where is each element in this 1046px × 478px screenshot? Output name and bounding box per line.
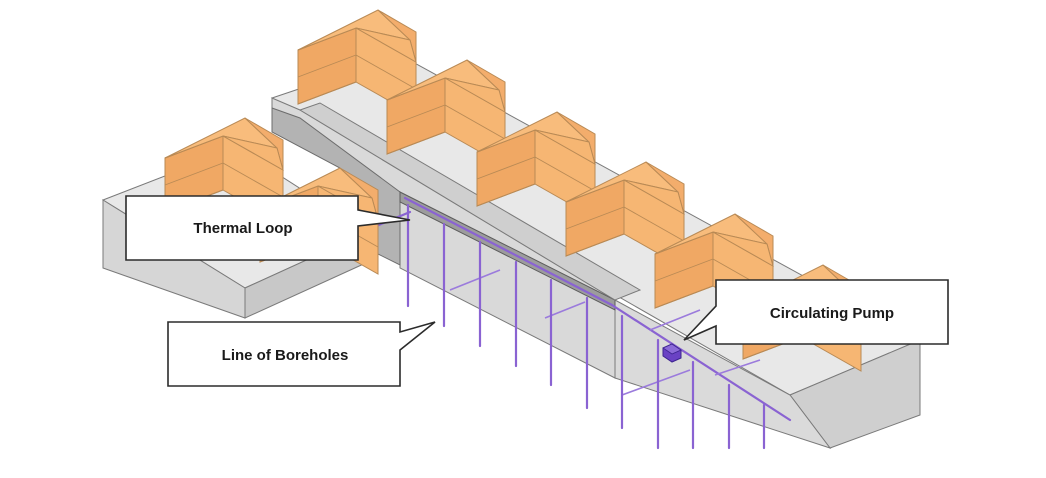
circulating-pump-label: Circulating Pump	[770, 305, 894, 322]
callout-line-of-boreholes: Line of Boreholes	[167, 321, 436, 387]
thermal-loop-label: Thermal Loop	[193, 220, 292, 237]
circulating-pump-icon	[662, 343, 682, 363]
borehole-line	[406, 203, 766, 450]
line-of-boreholes-label: Line of Boreholes	[222, 347, 349, 364]
thermal-loop-pipe	[360, 196, 792, 422]
callout-thermal-loop: Thermal Loop	[125, 195, 411, 261]
callout-circulating-pump: Circulating Pump	[683, 279, 949, 345]
